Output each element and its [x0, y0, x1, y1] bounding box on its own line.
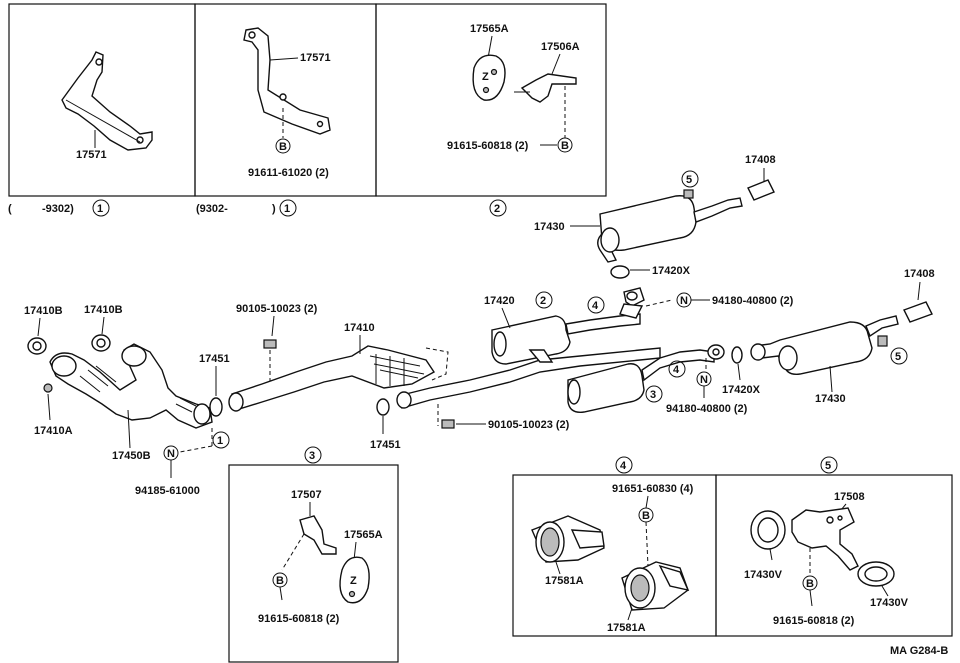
- gasket-17420X-upper: 17420X: [610, 265, 691, 279]
- label-17430V-1: 17430V: [744, 569, 783, 581]
- ref-4-center: 4: [592, 300, 599, 312]
- label-17571-box2: 17571: [300, 52, 331, 64]
- nut-94185-61000: N 94185-61000 1: [135, 428, 230, 497]
- ref-3-center: 3: [650, 389, 656, 401]
- label-nut-lower: 94180-40800 (2): [666, 403, 748, 415]
- ref-5-upper: 5: [686, 174, 692, 186]
- bracket-17571-late: 17571 B 91611-61020 (2): [243, 27, 331, 179]
- detail-5-ref: 5: [825, 460, 831, 472]
- tip-17408-lower: 17408: [903, 268, 935, 323]
- ref-2-top: 2: [489, 199, 507, 217]
- label-17420: 17420: [484, 295, 515, 307]
- tail-pipe-upper: 17430 5: [534, 170, 743, 263]
- label-bolt-box2: 91611-61020 (2): [248, 167, 329, 179]
- label-17410B-2: 17410B: [84, 304, 123, 316]
- label-94185-61000: 94185-61000: [135, 485, 200, 497]
- ref-2-top-text: 2: [494, 203, 500, 215]
- front-pipe-17410: 17410: [228, 322, 449, 412]
- gasket-17420X-lower: 17420X: [722, 346, 761, 396]
- label-bolt-box-b4: 91651-60830 (4): [612, 483, 694, 495]
- bolt-mark-box-b3: B: [276, 575, 284, 587]
- label-17571-box1: 17571: [76, 149, 107, 161]
- ref-5-lower: 5: [895, 351, 901, 363]
- svg-text:Z: Z: [482, 71, 489, 83]
- label-17410: 17410: [344, 322, 375, 334]
- gasket-17451-front: 17451: [199, 353, 230, 417]
- label-17420X-upper: 17420X: [652, 265, 691, 277]
- bolt-mark-box-b4: B: [642, 510, 650, 522]
- label-17565A-box3: 17565A: [344, 529, 383, 541]
- label-17581A-1: 17581A: [545, 575, 584, 587]
- gaskets-left: 17410B 17410B: [24, 304, 123, 355]
- stud-17410A: 17410A: [34, 383, 73, 437]
- svg-text:Z: Z: [350, 575, 357, 587]
- label-17420X-lower: 17420X: [722, 384, 761, 396]
- nut-mark-left: N: [167, 448, 175, 460]
- label-range-early: -9302): [42, 203, 74, 215]
- label-17451-mid: 17451: [370, 439, 401, 451]
- label-17410B-1: 17410B: [24, 305, 63, 317]
- label-17581A-2: 17581A: [607, 622, 646, 634]
- hanger-17581A-2: 17581A: [607, 561, 690, 634]
- label-17430-lower: 17430: [815, 393, 846, 405]
- svg-text:(: (: [8, 203, 12, 215]
- label-bolt-front: 90105-10023 (2): [236, 303, 318, 315]
- label-17507: 17507: [291, 489, 322, 501]
- label-bolt-box-b5: 91615-60818 (2): [773, 615, 855, 627]
- bolt-90105-mid: 90105-10023 (2): [437, 404, 570, 431]
- figure-code: MA G284-B: [890, 645, 948, 657]
- bolt-mark-box2: B: [279, 141, 287, 153]
- nut-mark-upper: N: [680, 295, 688, 307]
- ref-1-left: 1: [217, 435, 223, 447]
- label-17506A: 17506A: [541, 41, 580, 53]
- label-range-late: (9302-: [196, 203, 228, 215]
- label-bolt-box-b3: 91615-60818 (2): [258, 613, 340, 625]
- label-17430-upper: 17430: [534, 221, 565, 233]
- label-17408-upper: 17408: [745, 154, 776, 166]
- hanger-17581A-1: 17581A: [531, 515, 605, 587]
- ref-4-lower: 4: [673, 364, 680, 376]
- flange-upper-center: N 94180-40800 (2): [619, 287, 794, 319]
- label-bolt-box3: 91615-60818 (2): [447, 140, 529, 152]
- label-nut-upper: 94180-40800 (2): [712, 295, 794, 307]
- range-label-late: (9302- ) 1: [196, 199, 297, 217]
- label-17565A-top: 17565A: [470, 23, 509, 35]
- detail-4-ref: 4: [620, 460, 627, 472]
- top-box-frames: [8, 3, 607, 197]
- detail-box-5: 5 17508 17430V 17430V B 91615-60818 (2): [715, 456, 953, 637]
- bracket-17571-early: 17571: [61, 51, 153, 161]
- center-pipe-17420: 17420 2 4 3 4: [396, 291, 715, 413]
- flange-lower-center: N 94180-40800 (2): [666, 344, 748, 415]
- detail-3-ref: 3: [309, 450, 315, 462]
- detail-box-4: 4 91651-60830 (4) B 17581A 17581A: [512, 456, 717, 637]
- bolt-mark-box-b5: B: [806, 578, 814, 590]
- ref-1-late: 1: [284, 203, 290, 215]
- bracket-17506A: 17506A B 91615-60818 (2): [447, 41, 580, 153]
- svg-text:): ): [272, 203, 276, 215]
- tip-17408-upper: 17408: [745, 154, 776, 201]
- hanger-17565A-top: 17565A Z: [470, 23, 509, 101]
- gasket-17451-mid: 17451: [370, 398, 401, 451]
- bolt-mark-box3: B: [561, 140, 569, 152]
- range-label-early: ( -9302) 1: [8, 199, 110, 217]
- ref-2-center: 2: [540, 295, 546, 307]
- label-bolt-mid: 90105-10023 (2): [488, 419, 570, 431]
- label-17410A: 17410A: [34, 425, 73, 437]
- label-17408-lower: 17408: [904, 268, 935, 280]
- nut-mark-lower: N: [700, 374, 708, 386]
- manifold-converter-17450B: 17450B: [49, 343, 213, 462]
- label-17508: 17508: [834, 491, 865, 503]
- label-17450B: 17450B: [112, 450, 151, 462]
- label-17430V-2: 17430V: [870, 597, 909, 609]
- tail-pipe-lower: 17430 5: [750, 315, 908, 405]
- label-17451-front: 17451: [199, 353, 230, 365]
- detail-box-3: 3 17507 17565A Z B 91615-60818 (2): [228, 446, 399, 663]
- ref-1-early: 1: [97, 203, 103, 215]
